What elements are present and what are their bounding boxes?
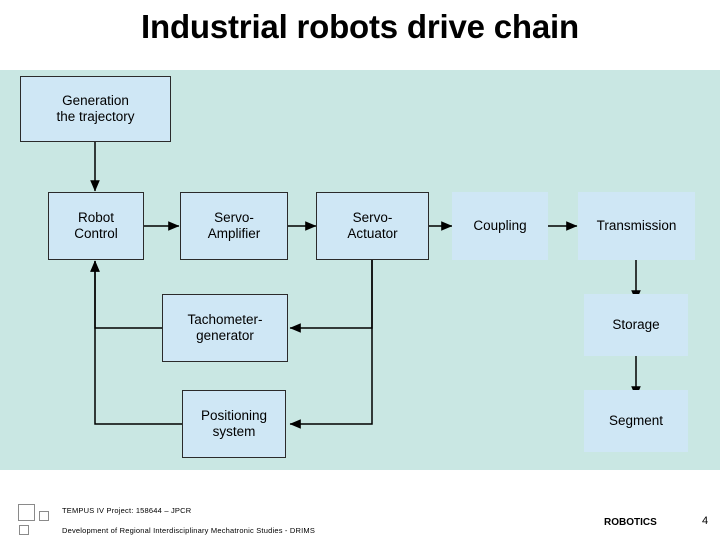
footer-page-number: 4 [702, 515, 709, 527]
connector-actuator-to-tachometer [289, 259, 373, 333]
block-transmission-label: Transmission [596, 217, 677, 233]
diagram-connectors [90, 142, 641, 429]
block-generation-line2: the trajectory [56, 109, 135, 124]
connector-positioning-to-robotcontrol [90, 260, 182, 425]
block-tachometer-line1: Tachometer- [187, 311, 263, 327]
block-servo-amplifier-line1: Servo- [214, 209, 254, 225]
footer-description-line: Development of Regional Interdisciplinar… [62, 526, 316, 535]
logo-icon-square-small-right [39, 511, 49, 521]
block-tachometer-line2: generator [196, 328, 254, 343]
block-segment-label: Segment [608, 412, 664, 428]
slide-footer: TEMPUS IV Project: 158644 – JPCR Develop… [0, 470, 720, 540]
diagram-canvas: Generation the trajectory Robot Control … [0, 70, 720, 470]
block-generation-line1: Generation [62, 92, 129, 108]
logo-icon-square-large [18, 504, 35, 521]
block-coupling: Coupling [452, 192, 548, 260]
block-robot-control-line1: Robot [77, 209, 115, 225]
block-storage-label: Storage [612, 316, 660, 332]
footer-project-line: TEMPUS IV Project: 158644 – JPCR [62, 506, 192, 515]
block-storage: Storage [584, 294, 688, 356]
block-positioning-line2: system [212, 424, 256, 439]
footer-brand-label: ROBOTICS [604, 517, 657, 528]
block-generation-the-trajectory: Generation the trajectory [20, 76, 171, 142]
block-servo-actuator-line1: Servo- [352, 209, 393, 225]
connector-actuator-to-positioning [289, 259, 373, 429]
block-robot-control-line2: Control [74, 226, 118, 241]
block-robot-control: Robot Control [48, 192, 144, 260]
block-tachometer-generator: Tachometer- generator [162, 294, 288, 362]
block-servo-actuator: Servo- Actuator [316, 192, 429, 260]
block-positioning-line1: Positioning [200, 407, 268, 423]
connector-tachometer-to-robotcontrol [90, 260, 162, 329]
logo-icon-square-small-bottom [19, 525, 29, 535]
block-servo-amplifier-line2: Amplifier [207, 226, 261, 241]
block-transmission: Transmission [578, 192, 695, 260]
block-coupling-label: Coupling [473, 217, 527, 233]
block-servo-actuator-line2: Actuator [347, 226, 398, 241]
block-servo-amplifier: Servo- Amplifier [180, 192, 288, 260]
block-segment: Segment [584, 390, 688, 452]
page-title: Industrial robots drive chain [141, 8, 579, 45]
block-positioning-system: Positioning system [182, 390, 286, 458]
